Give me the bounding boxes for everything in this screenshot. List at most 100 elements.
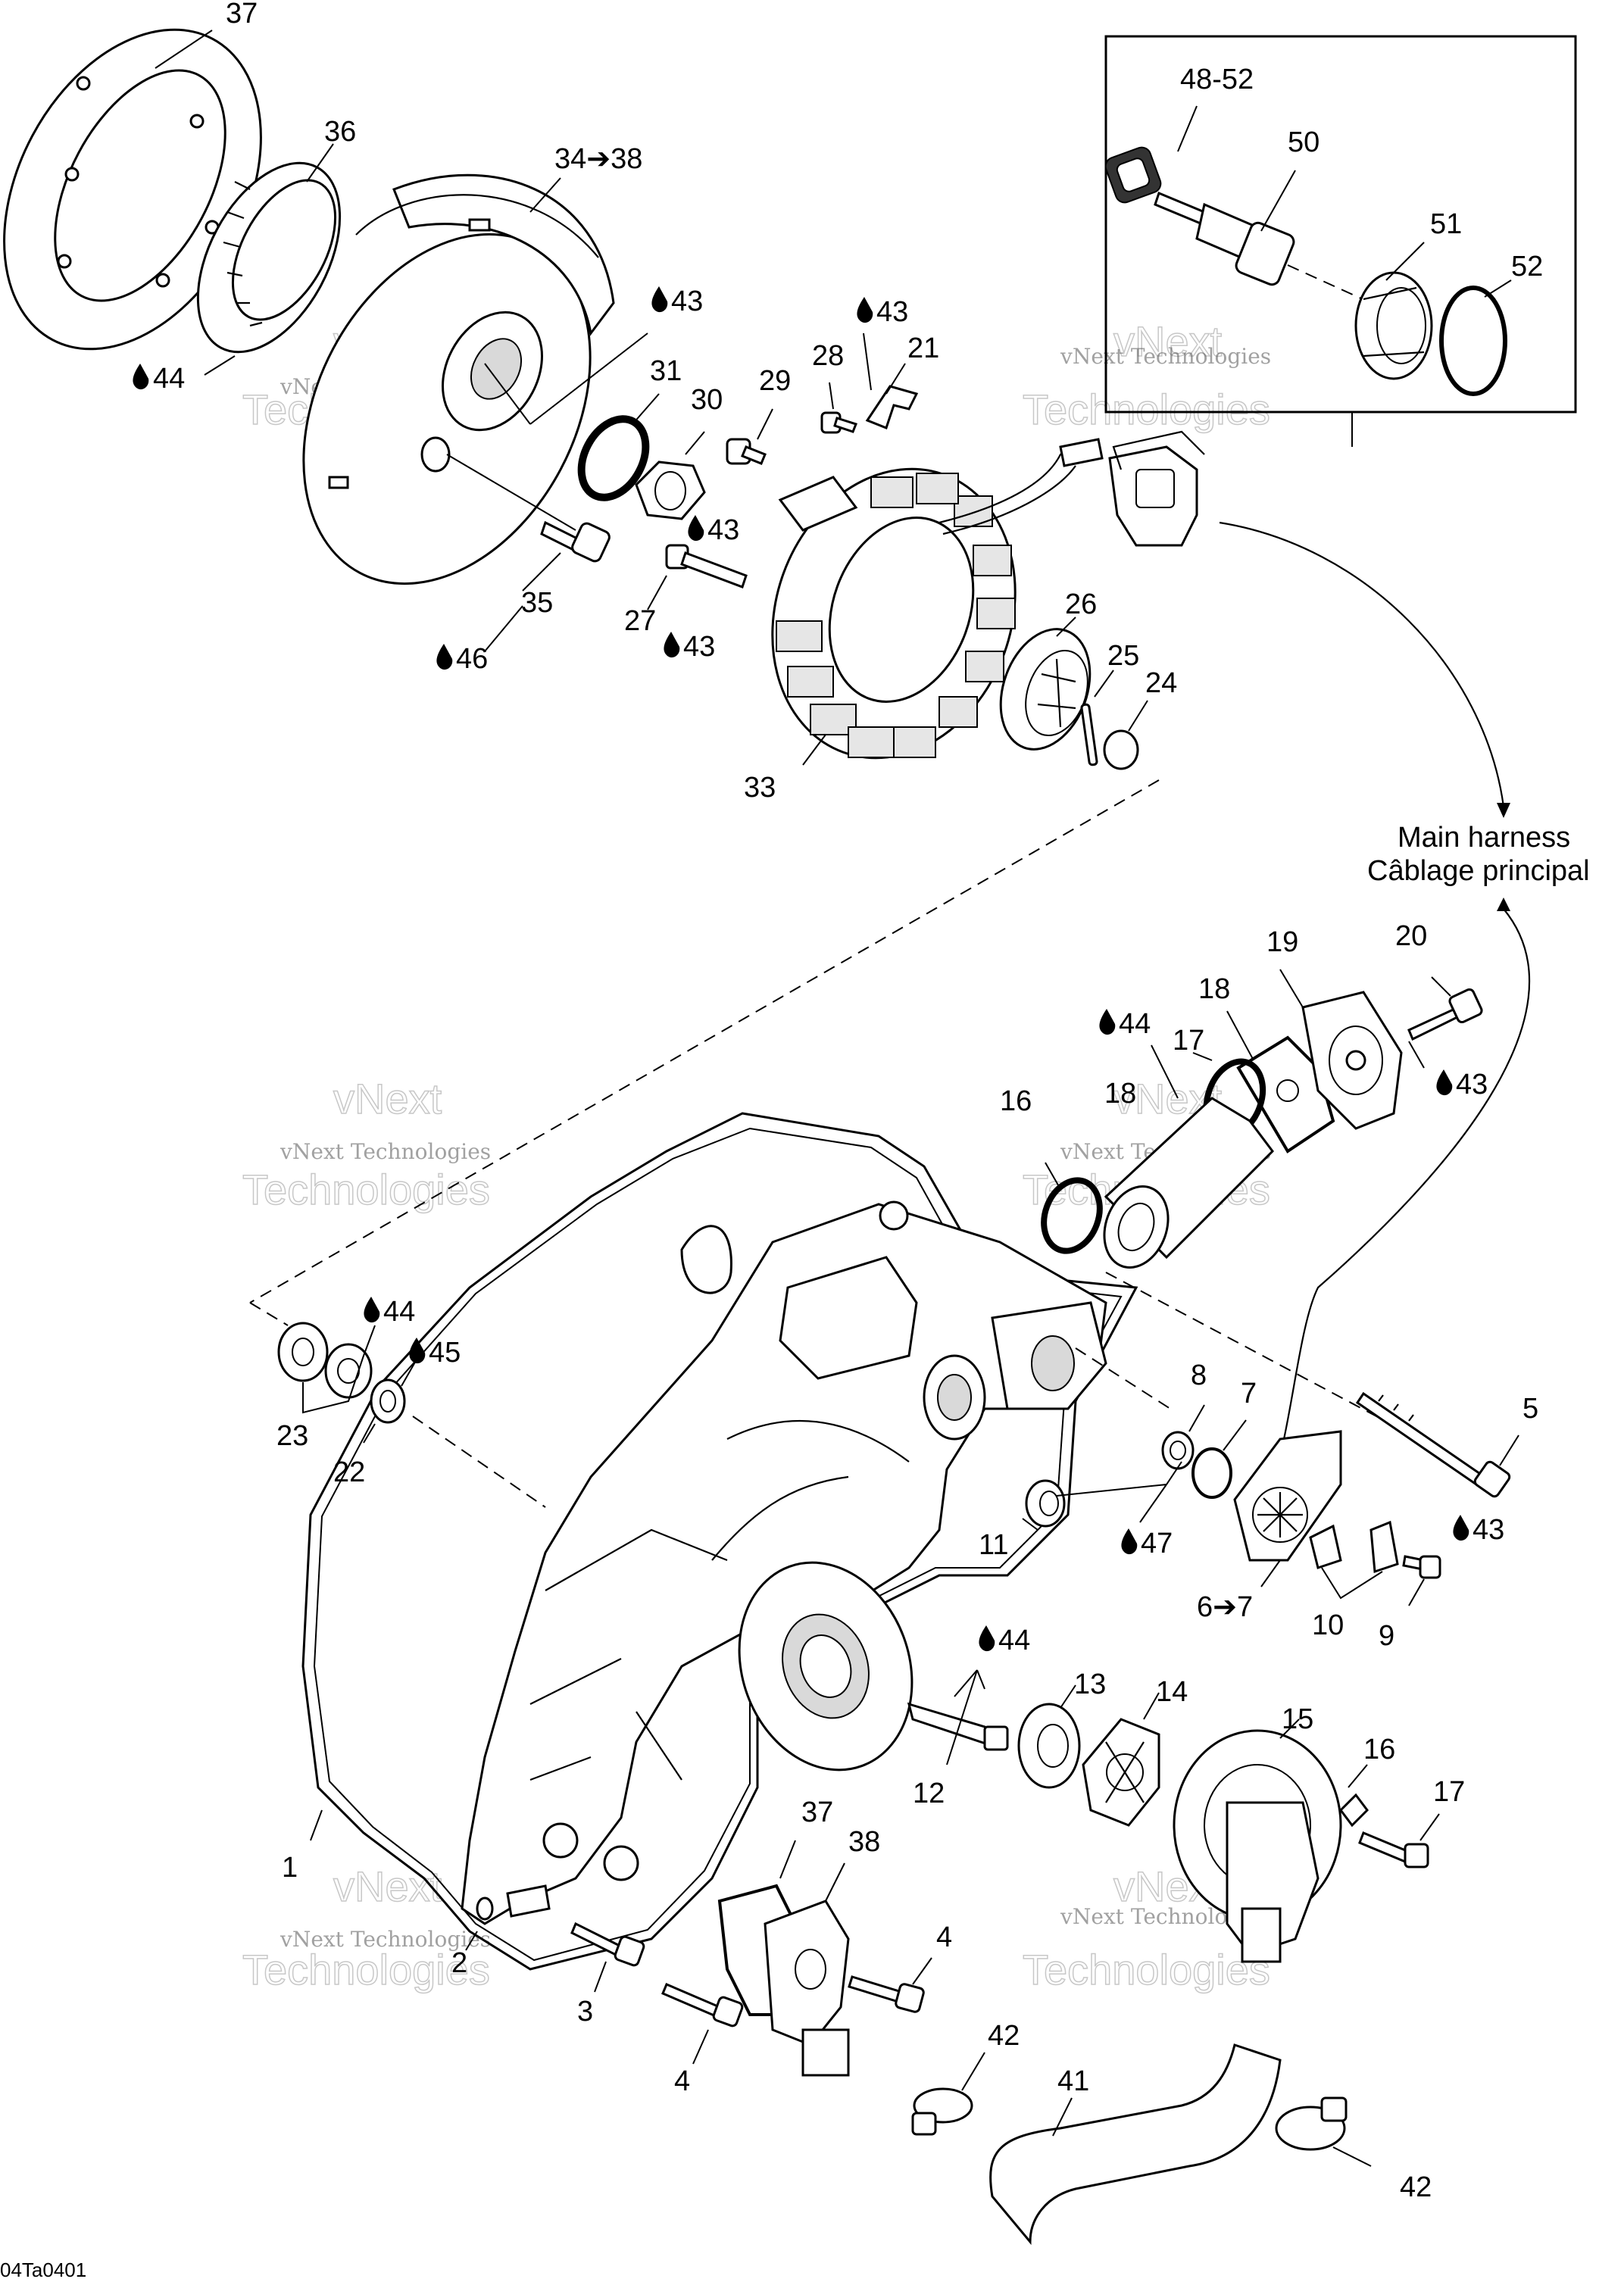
- part-29-bolt: [647, 544, 748, 610]
- lube-mark-44-shaft: 44: [979, 1625, 1030, 1656]
- callout-17: 17: [1433, 1776, 1465, 1808]
- oil-drop-icon: [1099, 1009, 1116, 1035]
- lube-mark-46: 46: [436, 643, 488, 675]
- part-10-shims: [1309, 1520, 1399, 1600]
- lube-mark-44-sleeve: 44: [1099, 1008, 1151, 1040]
- part-51-o-ring: [1439, 286, 1507, 396]
- callout-1: 1: [282, 1852, 298, 1884]
- part-42-clamp-right: [1275, 2096, 1372, 2167]
- callout-14: 14: [1156, 1676, 1188, 1708]
- callout-25: 23: [276, 1420, 308, 1452]
- svg-text:43: 43: [671, 286, 703, 317]
- part-27-pin: [1080, 670, 1114, 766]
- callout-26: 24: [1145, 667, 1177, 699]
- part-22-bolt: [1407, 976, 1483, 1069]
- callout-10: 10: [1312, 1609, 1344, 1641]
- svg-text:vNext: vNext: [333, 1862, 442, 1910]
- callout-38: 37: [226, 0, 258, 30]
- lube-mark-45: 45: [409, 1337, 461, 1369]
- oil-drop-icon: [364, 1297, 380, 1323]
- part-52-seal: [1104, 146, 1162, 204]
- part-7-o-ring: [1191, 1419, 1247, 1499]
- lube-mark-43-screw9: 43: [1453, 1514, 1504, 1546]
- part-26-plug: [1103, 700, 1148, 770]
- callout-41: 41: [1057, 2065, 1089, 2097]
- leader-47: [1056, 1461, 1182, 1523]
- callout-labels: 37 36 34➔38 48-52 50 51 52 31 30 29 28 2…: [0, 0, 1590, 2281]
- alignment-line-stator-end: [249, 1302, 289, 1326]
- svg-text:vNext: vNext: [333, 1075, 442, 1122]
- callout-18-upper: 17: [1173, 1025, 1204, 1057]
- part-21-thermostat-cover: [1279, 969, 1403, 1130]
- callout-20: 18: [1198, 973, 1230, 1005]
- part-40-thermostat-housing: [764, 1862, 850, 2077]
- svg-text:43: 43: [707, 514, 739, 546]
- inset-box-48-52: [1104, 35, 1577, 447]
- callout-27: 25: [1107, 640, 1139, 672]
- callout-4-left: 4: [674, 2065, 690, 2097]
- part-49-connector: [1154, 191, 1295, 286]
- svg-text:43: 43: [683, 631, 715, 663]
- alignment-line-seal24: [412, 1416, 546, 1508]
- part-41-hose: [989, 2043, 1282, 2246]
- oil-drop-icon: [664, 632, 680, 658]
- callout-51: 52: [1511, 251, 1543, 283]
- callout-24: 22: [333, 1456, 365, 1488]
- svg-text:44: 44: [1119, 1008, 1151, 1040]
- part-30-screw: [726, 408, 773, 465]
- part-28-bearing: [999, 617, 1092, 751]
- harness-curve-top: [1219, 521, 1505, 807]
- callout-7: 7: [1241, 1378, 1257, 1409]
- callout-5: 5: [1522, 1393, 1538, 1425]
- oil-drop-icon: [688, 515, 704, 542]
- svg-text:Technologies: Technologies: [242, 1166, 490, 1213]
- svg-text:Technologies: Technologies: [1023, 386, 1270, 433]
- callout-49: 50: [1288, 126, 1320, 158]
- oil-drop-icon: [979, 1625, 995, 1652]
- callout-35: 34➔38: [554, 143, 642, 175]
- svg-text:vNext Technologies: vNext Technologies: [280, 1139, 491, 1164]
- callout-31: 28: [812, 340, 844, 372]
- part-14-impeller: [1082, 1692, 1160, 1827]
- callout-50: 51: [1430, 208, 1462, 240]
- svg-text:Technologies: Technologies: [1023, 1946, 1270, 1993]
- part-12-shaft: [907, 1669, 1009, 1765]
- oil-drop-icon: [1453, 1515, 1469, 1541]
- lube-mark-43-nut: 43: [688, 514, 739, 546]
- callout-15: 15: [1282, 1703, 1313, 1735]
- lubricant-marks: 44 43 43 43 43 46 44 43: [133, 286, 1504, 1656]
- callout-29: 27: [624, 605, 656, 637]
- part-35-flywheel: [302, 173, 648, 585]
- callout-32: 30: [691, 384, 723, 416]
- callout-16: 16: [1363, 1734, 1395, 1765]
- part-31-screw: [820, 382, 857, 434]
- callout-21: 19: [1266, 926, 1298, 958]
- harness-label-fr: Câblage principal: [1367, 855, 1590, 887]
- svg-text:43: 43: [1456, 1069, 1488, 1100]
- callout-23: 21: [907, 332, 939, 364]
- part-38-cover-plate: [3, 28, 262, 351]
- callout-39: 37: [801, 1797, 833, 1828]
- part-4-bolt-left: [661, 1983, 744, 2065]
- svg-text:vNext Technologies: vNext Technologies: [1060, 344, 1271, 369]
- oil-drop-icon: [409, 1338, 426, 1364]
- callout-9: 9: [1379, 1620, 1394, 1652]
- oil-drop-icon: [651, 286, 668, 313]
- callout-12: 12: [913, 1778, 945, 1809]
- stator-connector: [1108, 430, 1205, 547]
- part-23-clip: [863, 332, 919, 429]
- part-4-bolt-right: [848, 1957, 932, 2013]
- callout-40: 38: [848, 1826, 880, 1858]
- svg-text:47: 47: [1141, 1528, 1173, 1559]
- oil-drop-icon: [133, 364, 149, 390]
- part-5-long-bolt: [1355, 1391, 1519, 1498]
- part-18-o-ring-lower: [1041, 1162, 1103, 1254]
- part-33-washer: [577, 393, 660, 501]
- part-42-clamp-left: [911, 2052, 985, 2136]
- harness-curve-bottom: [1282, 908, 1530, 1440]
- watermark-top-right: vNext Technologies vNext Technologies: [1022, 317, 1271, 434]
- part-16-bolt-collar: [1339, 1764, 1369, 1828]
- svg-text:44: 44: [998, 1625, 1030, 1656]
- main-cover: [461, 1200, 1107, 1925]
- callout-42-left: 42: [988, 2020, 1020, 2052]
